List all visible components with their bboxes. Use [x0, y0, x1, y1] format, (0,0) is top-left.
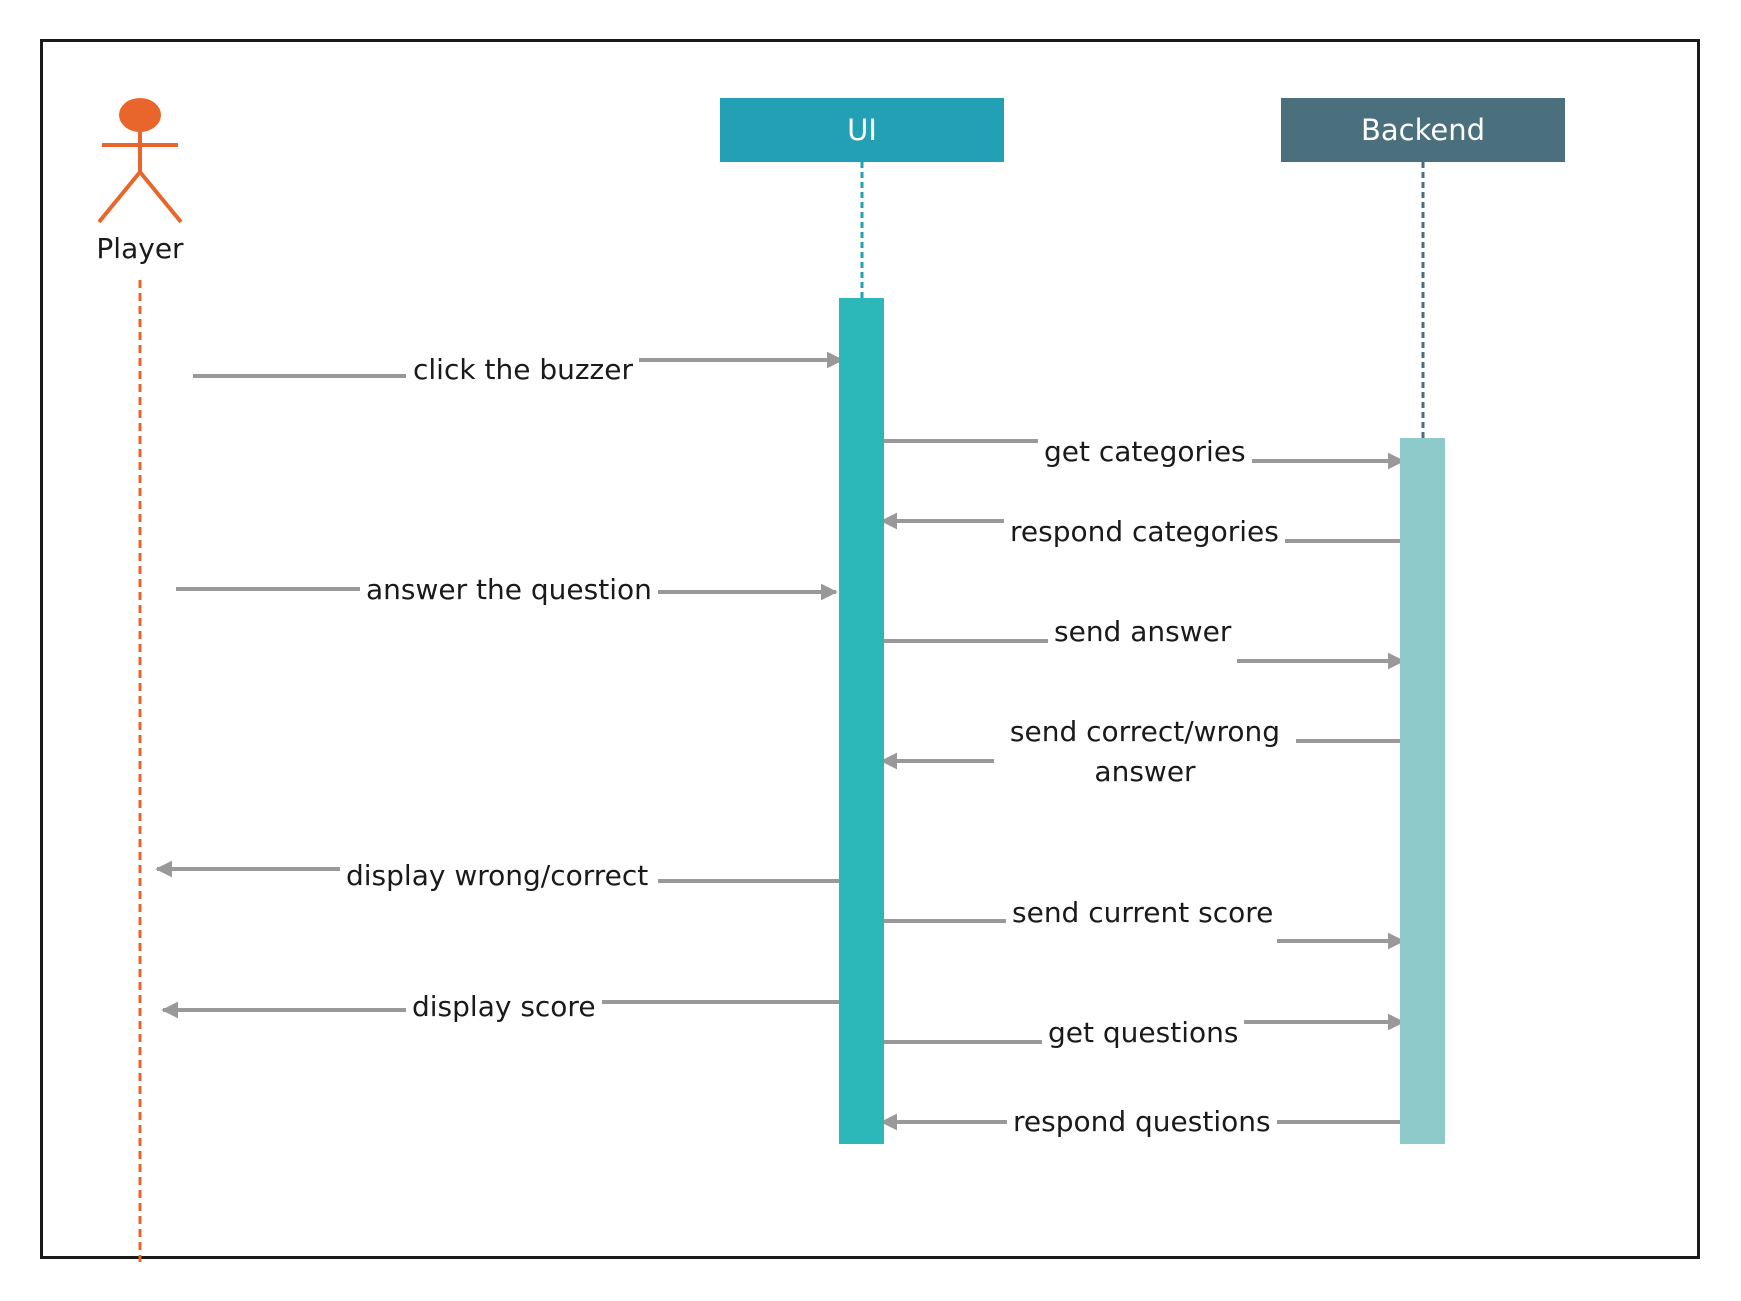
player-actor-icon — [97, 98, 183, 224]
message-arrow-click-buzzer — [193, 351, 844, 378]
message-label-respond-categories: respond categories — [1004, 513, 1285, 551]
message-label-respond-questions: respond questions — [1007, 1103, 1277, 1141]
message-arrow-send-answer — [884, 639, 1405, 670]
message-arrow-send-current-score — [884, 919, 1405, 950]
message-arrow-answer-question — [176, 583, 838, 601]
message-label-get-questions: get questions — [1042, 1014, 1245, 1052]
message-arrow-send-correct-wrong — [880, 739, 1402, 770]
ui-participant-label: UI — [847, 113, 877, 147]
message-label-send-current-score: send current score — [1006, 894, 1280, 932]
backend-participant-box: Backend — [1281, 98, 1565, 162]
diagram-frame — [40, 39, 1700, 1259]
backend-participant-label: Backend — [1360, 113, 1485, 147]
message-label-send-answer: send answer — [1048, 613, 1238, 651]
message-label-send-correct-wrong: send correct/wrong answer — [994, 712, 1296, 792]
message-label-answer-question: answer the question — [360, 571, 658, 609]
ui-participant-box: UI — [720, 98, 1004, 162]
backend-activation-bar — [1400, 438, 1445, 1144]
message-arrow-display-score — [161, 1000, 840, 1019]
message-arrow-get-categories — [884, 439, 1405, 470]
message-arrow-display-wrong-correct — [155, 860, 840, 883]
player-actor-label: Player — [96, 232, 184, 265]
ui-activation-bar — [839, 298, 884, 1144]
message-label-click-buzzer: click the buzzer — [407, 351, 639, 389]
message-label-get-categories: get categories — [1038, 433, 1252, 471]
message-label-display-score: display score — [406, 988, 602, 1026]
message-arrow-respond-categories — [880, 512, 1402, 543]
message-label-display-wrong-correct: display wrong/correct — [340, 857, 655, 895]
message-arrow-get-questions — [884, 1013, 1405, 1044]
